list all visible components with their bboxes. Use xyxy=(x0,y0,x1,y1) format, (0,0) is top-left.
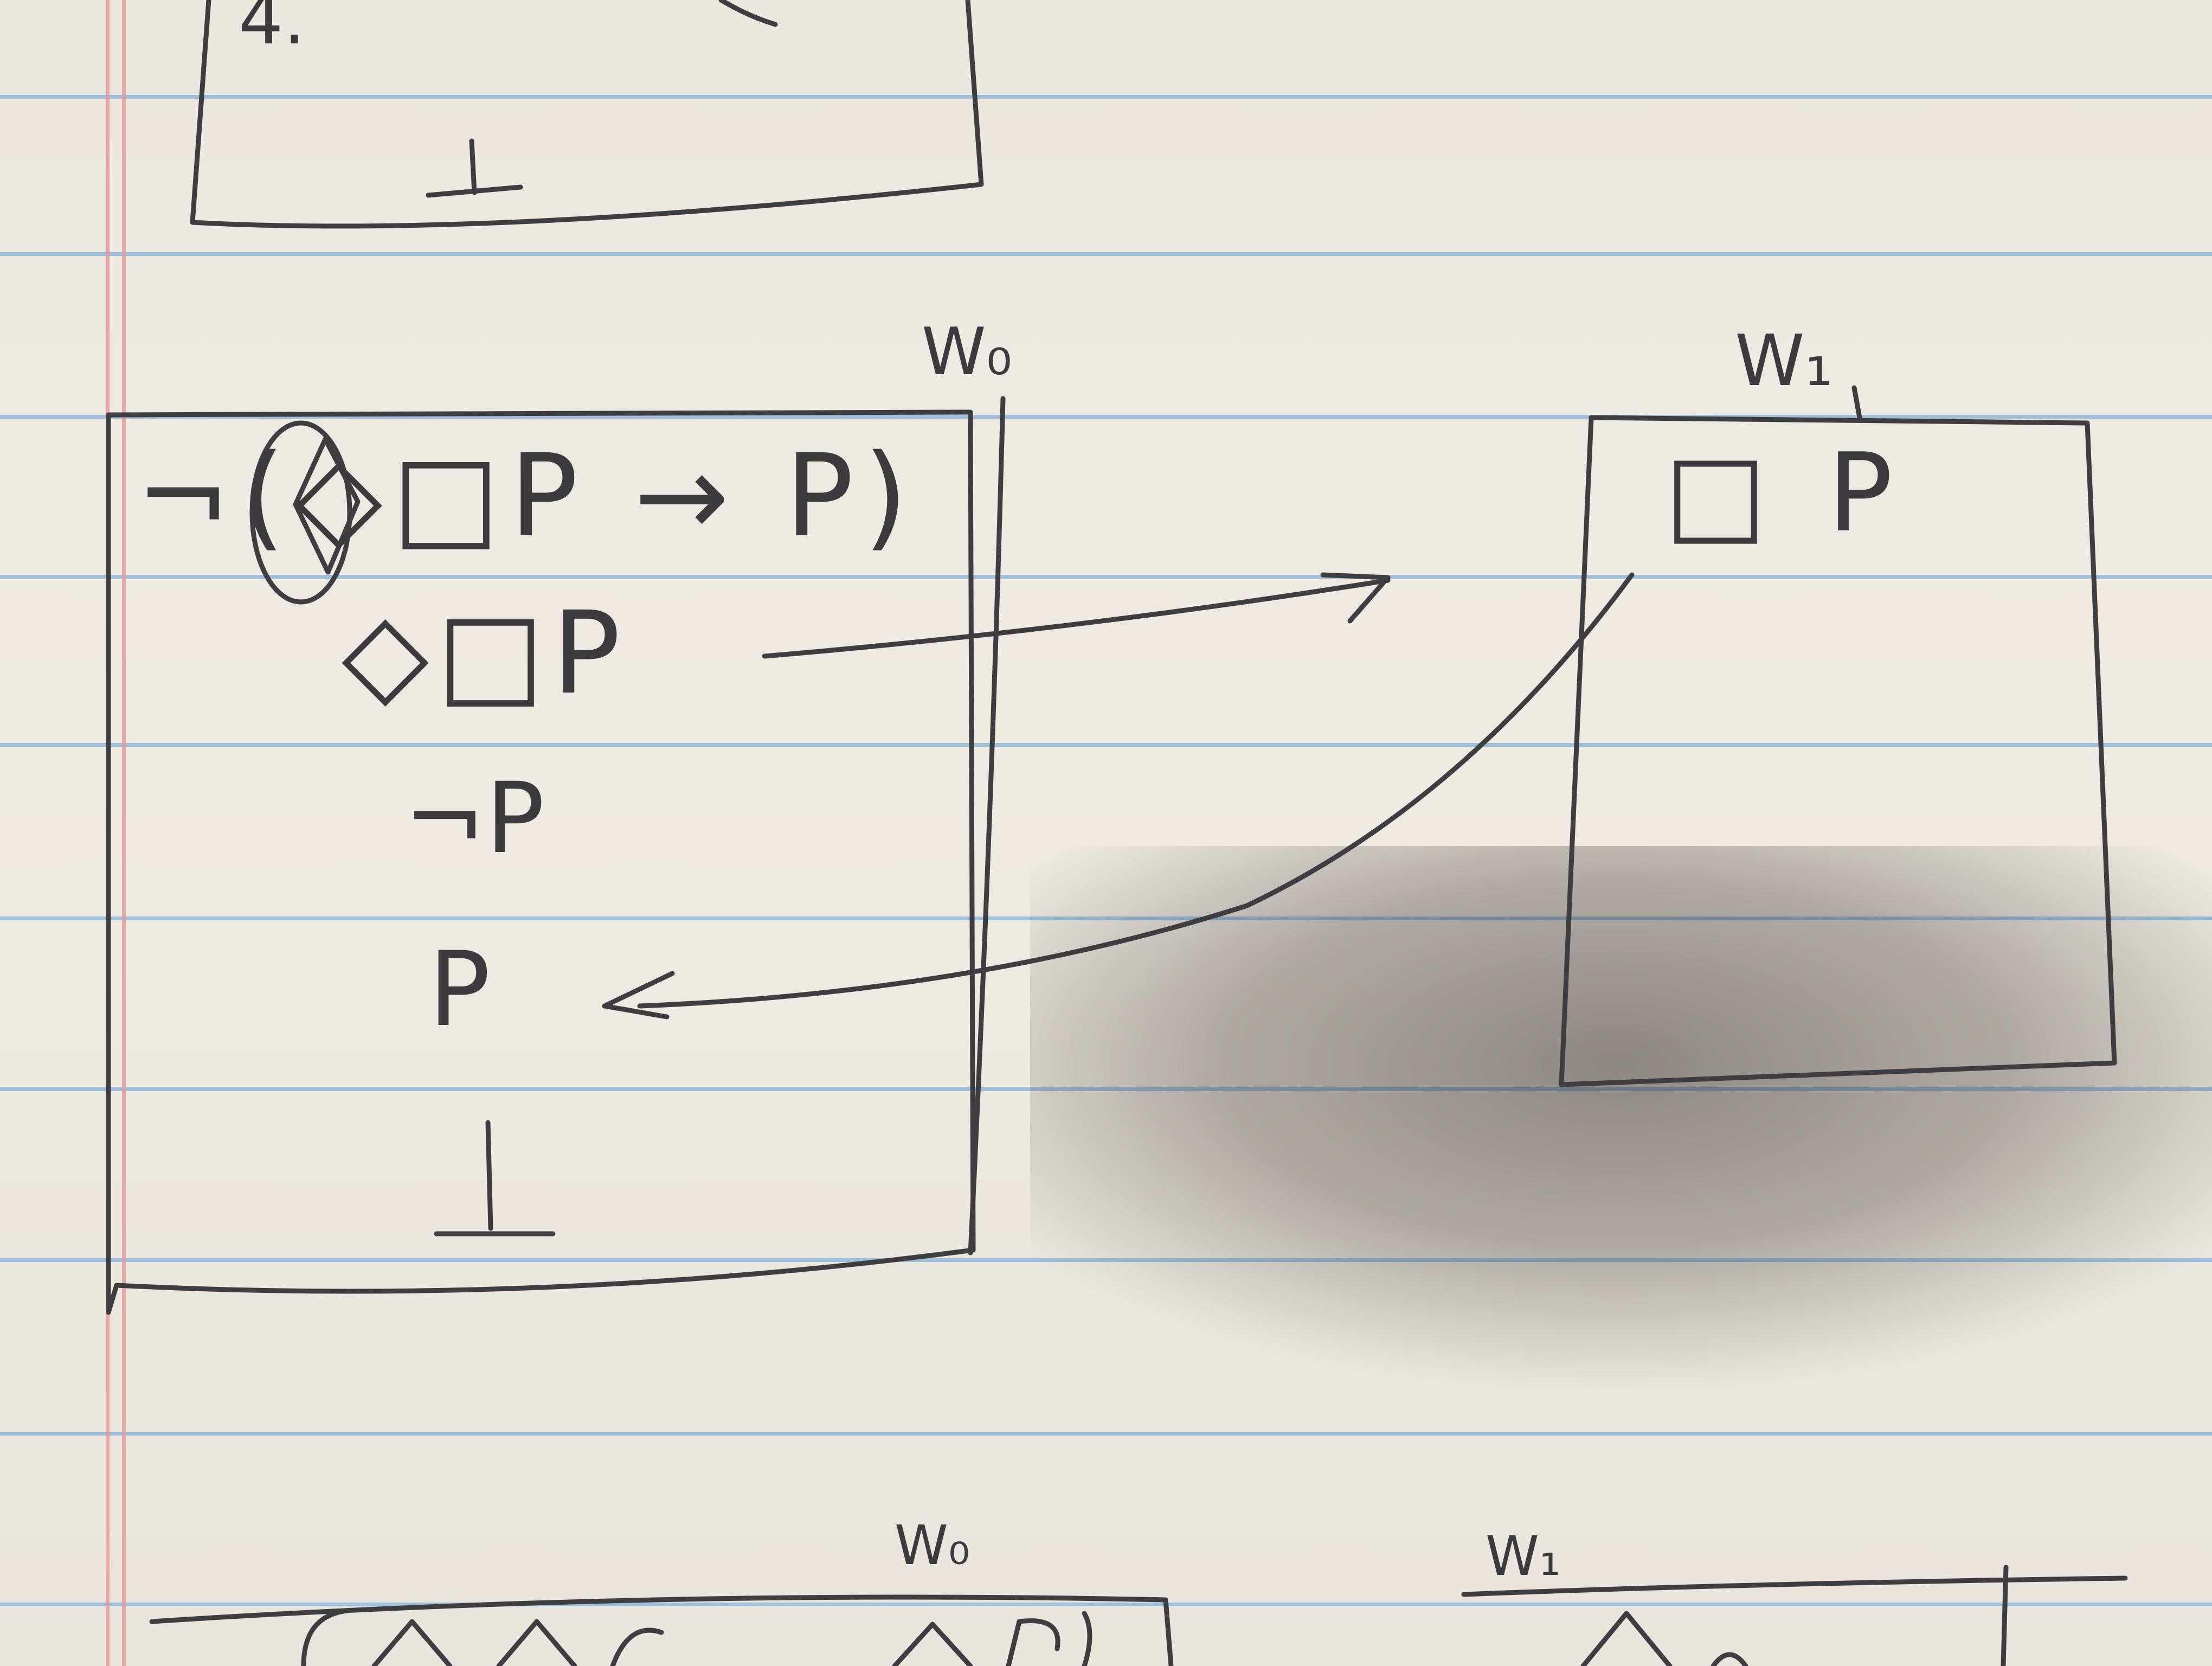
rule-line xyxy=(0,95,2212,99)
rule-line xyxy=(0,415,2212,419)
bottom-w0-box-top xyxy=(149,1594,1174,1666)
margin-line xyxy=(122,0,126,1666)
bottom-w1-box-top xyxy=(1461,1575,2128,1597)
w0-diamond-box-p: ◇□P xyxy=(342,587,628,720)
diamond-shape xyxy=(293,437,361,575)
bottom-world-w0-label: W₀ xyxy=(895,1514,970,1577)
rule-line xyxy=(0,1432,2212,1436)
top-box-falsum-stem xyxy=(469,138,477,195)
world-w0-box xyxy=(106,409,976,1315)
world-w1-box xyxy=(1559,415,2117,1087)
arrow-w0-to-w1 xyxy=(762,578,1391,659)
bottom-world-w1-label: W₁ xyxy=(1486,1524,1561,1588)
bottom-glyphs-fragment xyxy=(301,1608,1092,1666)
top-box-arrow-fragment xyxy=(718,0,778,27)
problem-number: 4. xyxy=(239,0,306,60)
bottom-w1-box-side xyxy=(2001,1565,2009,1666)
w0-divider-line xyxy=(968,396,1006,1255)
rule-line xyxy=(0,252,2212,256)
bottom-w1-diamond-fragment xyxy=(1580,1611,1748,1666)
w0-p: P xyxy=(428,930,491,1049)
arrow-w1-to-w0-head xyxy=(602,971,675,1020)
rule-line xyxy=(0,1603,2212,1606)
top-box-falsum-base xyxy=(426,184,523,198)
rule-line xyxy=(0,743,2212,747)
world-w1-label: W₁ xyxy=(1735,319,1833,402)
w0-negated-formula: ¬(◇□P → P) xyxy=(136,430,918,562)
w1-label-tick xyxy=(1851,385,1862,420)
falsum-stem xyxy=(485,1120,493,1231)
diamond-circle xyxy=(249,420,352,605)
w0-not-p: ¬P xyxy=(404,762,545,875)
arrow-w1-to-w0 xyxy=(637,572,1635,1009)
w1-box-p: □ P xyxy=(1664,430,1906,556)
arrow-w0-to-w1-head xyxy=(1320,572,1391,624)
world-w0-label: W₀ xyxy=(922,315,1012,390)
rule-line xyxy=(0,575,2212,579)
top-box-outline xyxy=(190,0,984,229)
